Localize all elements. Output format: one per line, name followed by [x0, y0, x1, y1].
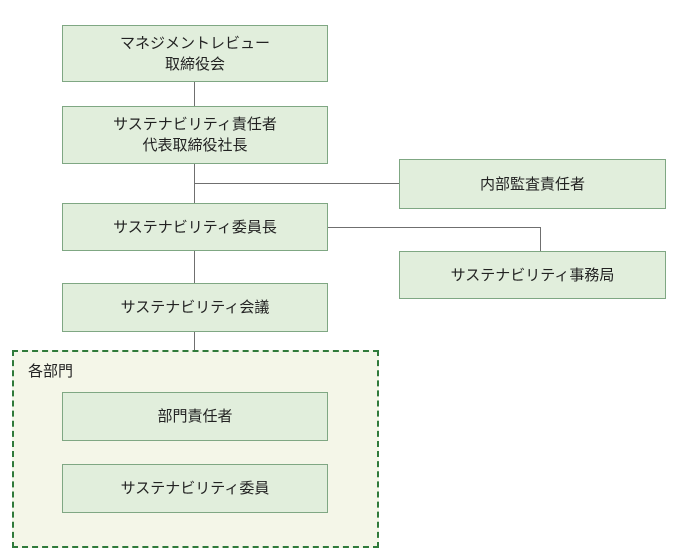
management-review-box: マネジメントレビュー 取締役会	[62, 25, 328, 82]
connector-review-to-officer	[194, 81, 195, 106]
connector-chair-to-council	[194, 251, 195, 283]
departments-group: 各部門	[12, 350, 379, 548]
connector-council-to-departments	[194, 332, 195, 350]
council-box: サステナビリティ会議	[62, 283, 328, 332]
secretariat-box: サステナビリティ事務局	[399, 251, 666, 299]
connector-chair-right	[328, 227, 540, 228]
department-head-box: 部門責任者	[62, 392, 328, 441]
committee-member-box: サステナビリティ委員	[62, 464, 328, 513]
internal-audit-box: 内部監査責任者	[399, 159, 666, 209]
connector-to-internal-audit	[194, 183, 400, 184]
committee-chair-box: サステナビリティ委員長	[62, 203, 328, 251]
sustainability-officer-box: サステナビリティ責任者 代表取締役社長	[62, 106, 328, 164]
connector-to-secretariat	[540, 227, 541, 251]
departments-group-label: 各部門	[28, 362, 74, 380]
